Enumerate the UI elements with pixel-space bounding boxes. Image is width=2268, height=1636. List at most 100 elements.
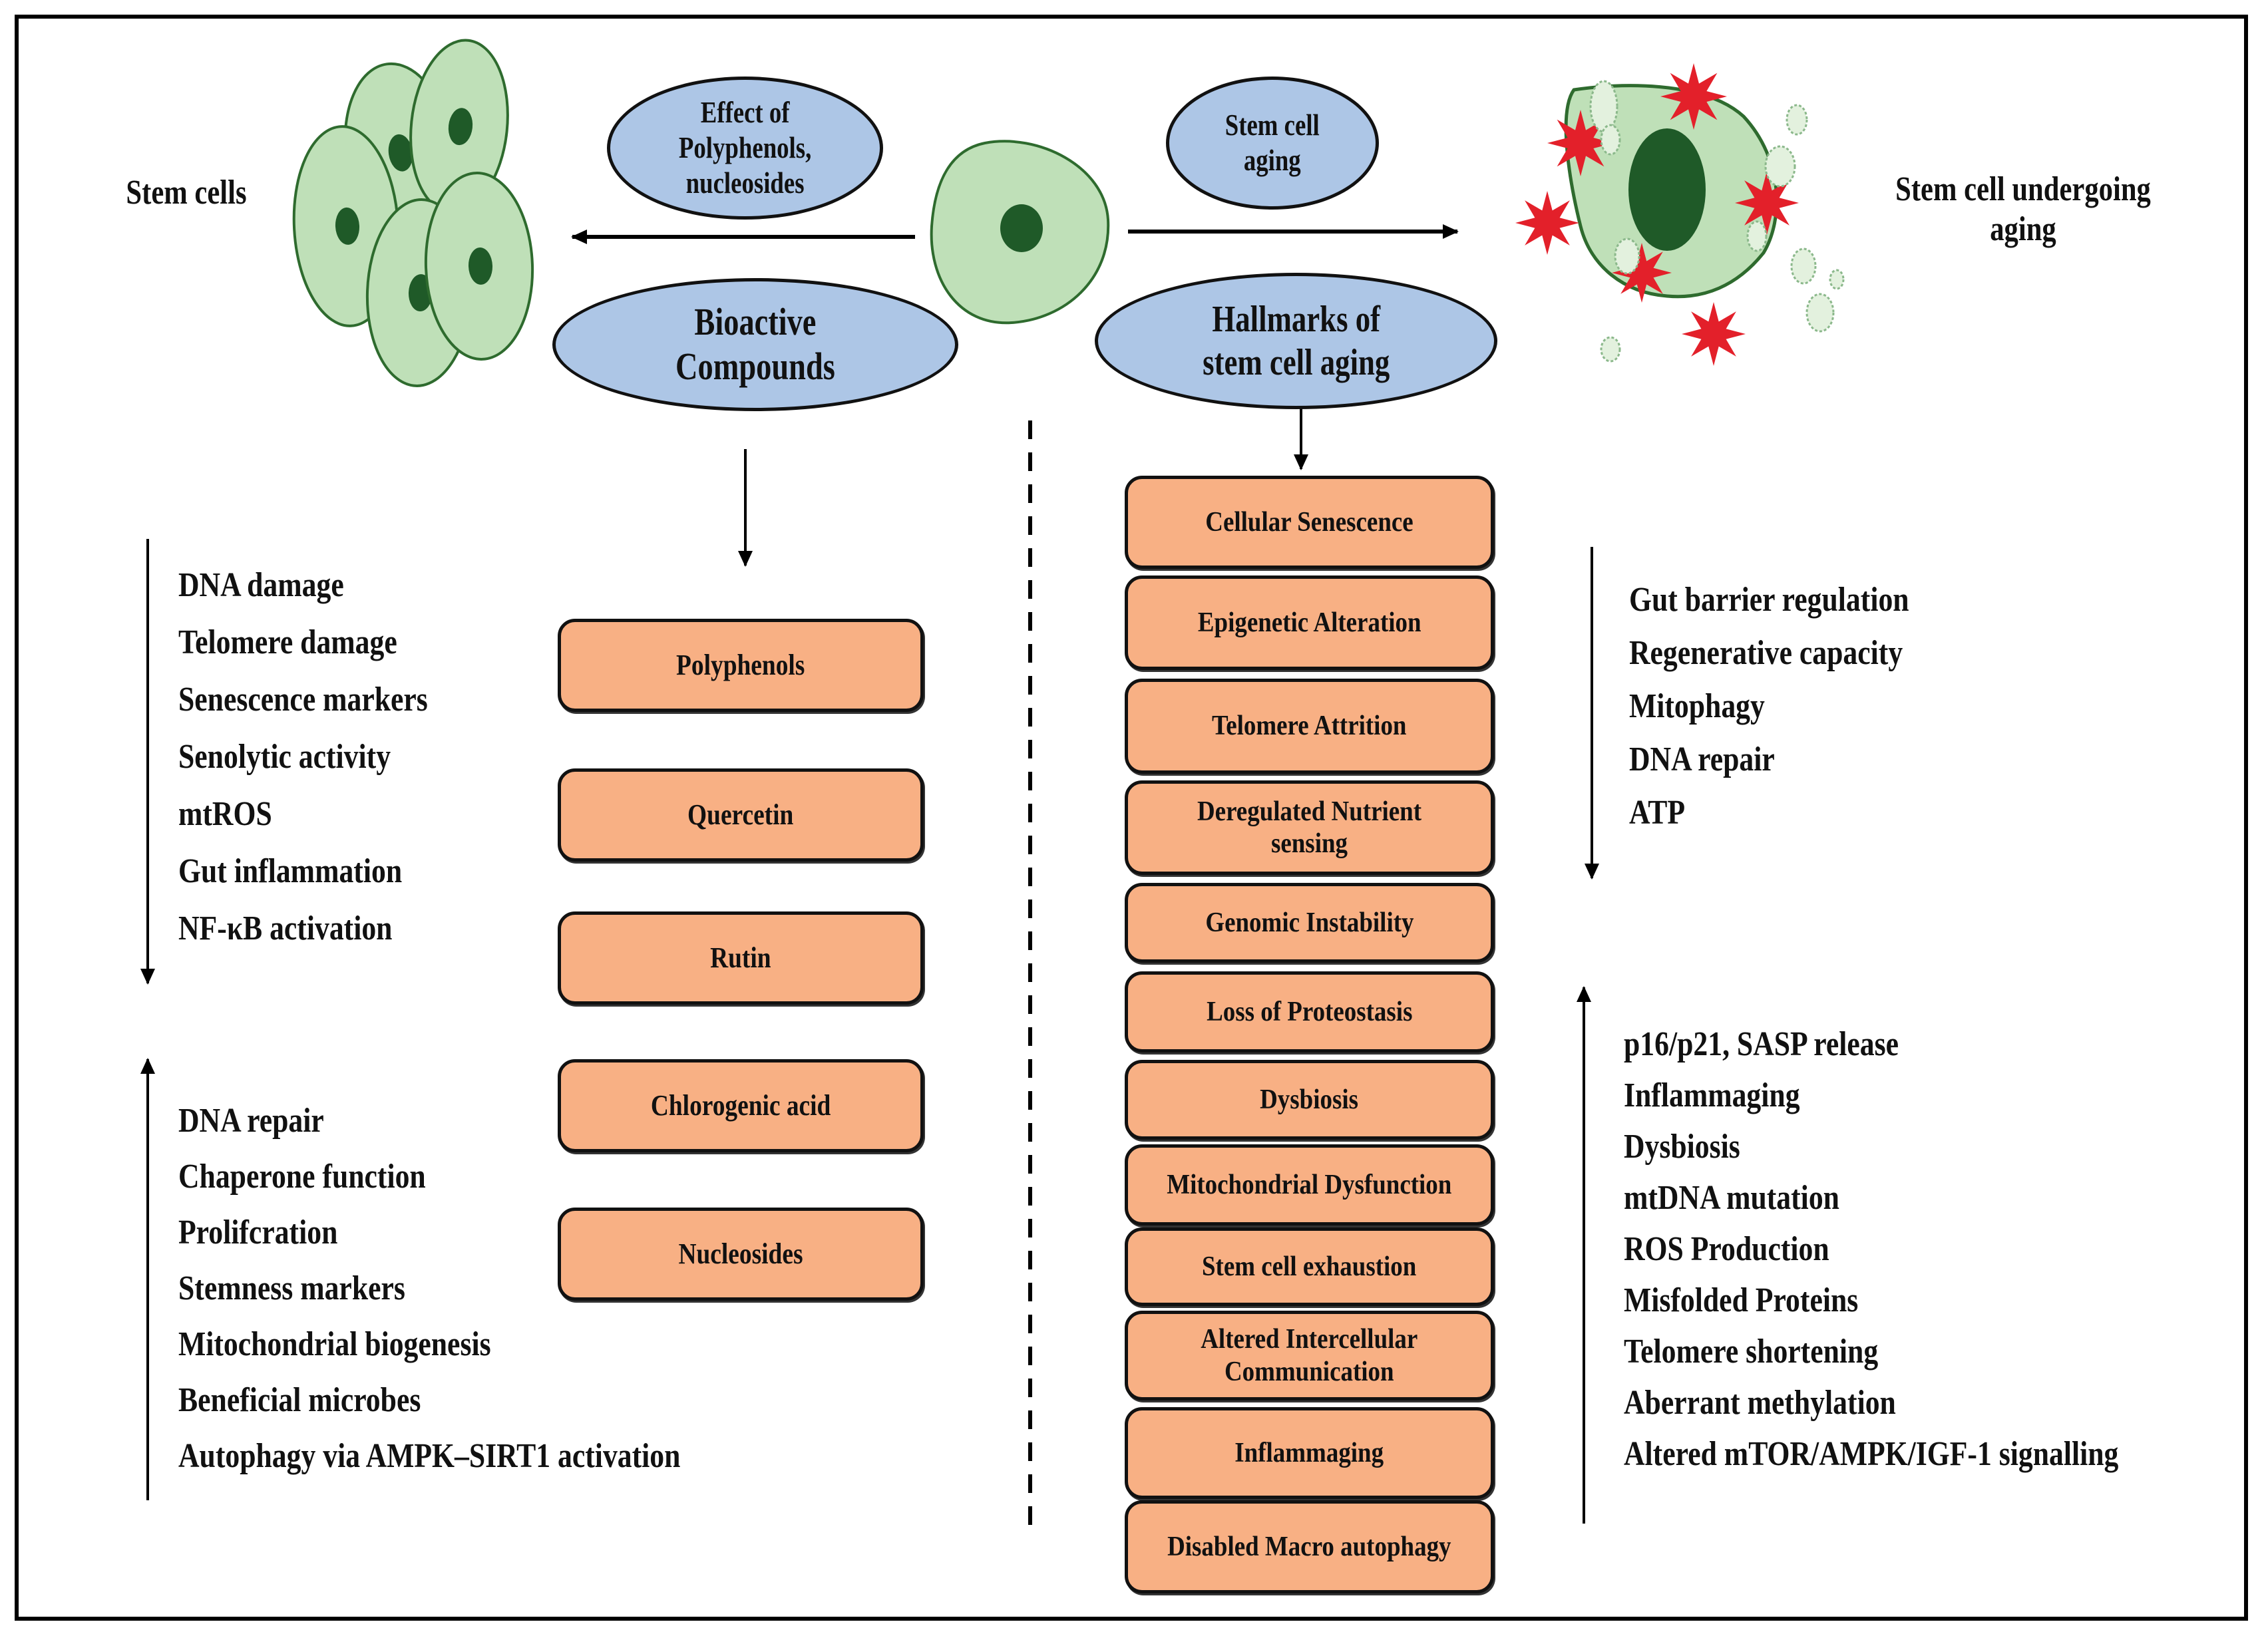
oval-text: Stem cell (1225, 108, 1320, 142)
vesicle-icon (1600, 124, 1621, 156)
oval-text: Polyphenols, (678, 130, 812, 165)
hallmark-label: Cellular Senescence (1205, 506, 1414, 538)
compound-label: Polyphenols (676, 648, 805, 681)
oval-text: Effect of (700, 95, 790, 130)
effect-item: Telomere shortening (1624, 1333, 1879, 1371)
hallmark-label: Loss of Proteostasis (1206, 996, 1413, 1027)
vesicle-icon (1746, 220, 1768, 252)
effect-item: DNA repair (1629, 740, 1775, 778)
effect-item: mtROS (178, 795, 272, 833)
hallmark-box: Genomic Instability (1125, 883, 1494, 963)
oval-text: Bioactive (694, 300, 817, 344)
effect-item: Mitophagy (1629, 687, 1765, 725)
compound-label: Nucleosides (678, 1237, 803, 1270)
hallmark-box: Stem cell exhaustion (1125, 1227, 1494, 1306)
damage-star-icon (1682, 302, 1746, 366)
oval-text: stem cell aging (1202, 341, 1390, 383)
effect-item: Telomere damage (178, 623, 397, 661)
hallmark-box: Cellular Senescence (1125, 476, 1494, 569)
hallmark-label: Epigenetic Alteration (1197, 607, 1421, 638)
hallmark-label: Altered Intercellular (1201, 1324, 1418, 1355)
effect-item: Regenerative capacity (1629, 634, 1903, 672)
stem-cell-icon (424, 172, 534, 361)
aging-cell-label-line: aging (1990, 210, 2056, 248)
vesicle-icon (1786, 104, 1808, 136)
vesicle-icon (1764, 145, 1796, 188)
effect-item: Stemness markers (178, 1269, 405, 1307)
effect-item: Misfolded Proteins (1624, 1281, 1859, 1319)
hallmark-box: Disabled Macro autophagy (1125, 1500, 1494, 1593)
compound-box: Polyphenols (558, 619, 924, 712)
vesicle-icon (1790, 247, 1817, 285)
vesicle-icon (1805, 293, 1835, 333)
hallmark-label: Disabled Macro autophagy (1167, 1531, 1451, 1562)
vesicle-icon (1589, 80, 1618, 133)
compound-box: Nucleosides (558, 1208, 924, 1301)
compound-box: Chlorogenic acid (558, 1059, 924, 1152)
effect-item: Beneficial microbes (178, 1381, 421, 1419)
oval-effect-polyphenols: Effect of Polyphenols, nucleosides (607, 77, 883, 220)
compound-box: Rutin (558, 911, 924, 1005)
hallmark-label: Telomere Attrition (1212, 711, 1407, 742)
effect-item: Dysbiosis (1624, 1128, 1740, 1166)
aging-cell-label-line: Stem cell undergoing (1895, 170, 2151, 208)
effect-item: DNA repair (178, 1102, 324, 1140)
hallmark-label: Communication (1225, 1356, 1394, 1387)
effect-item: Gut barrier regulation (1629, 581, 1909, 619)
hallmark-label: Dysbiosis (1260, 1084, 1359, 1115)
effect-item: Altered mTOR/AMPK/IGF-1 signalling (1624, 1435, 2119, 1473)
damage-star-icon (1660, 63, 1727, 130)
compound-box: Quercetin (558, 768, 924, 862)
oval-bioactive-compounds: Bioactive Compounds (552, 278, 958, 411)
hallmark-box: Inflammaging (1125, 1407, 1494, 1499)
compound-label: Rutin (710, 941, 771, 974)
effect-item: Mitochondrial biogenesis (178, 1325, 491, 1363)
aging-cell-label: Stem cell undergoing aging (1854, 170, 2192, 249)
effect-item: Autophagy via AMPK–SIRT1 activation (178, 1437, 681, 1475)
hallmark-label: Stem cell exhaustion (1202, 1251, 1417, 1282)
effect-item: Inflammaging (1624, 1076, 1800, 1114)
compound-label: Chlorogenic acid (650, 1088, 831, 1122)
effect-item: Prolifcration (178, 1214, 338, 1251)
hallmark-box: Mitochondrial Dysfunction (1125, 1144, 1494, 1226)
hallmark-label: Mitochondrial Dysfunction (1167, 1169, 1452, 1200)
effect-item: Senolytic activity (178, 738, 391, 776)
damage-star-icon (1515, 191, 1579, 255)
effect-item: ATP (1629, 794, 1686, 832)
vesicle-icon (1829, 269, 1845, 290)
center-stem-cell-icon (930, 140, 1110, 325)
effect-item: NF-κB activation (178, 909, 393, 947)
compound-label: Quercetin (687, 798, 794, 831)
effect-item: Chaperone function (178, 1158, 426, 1196)
hallmark-label: Deregulated Nutrient (1197, 796, 1422, 827)
effect-item: Gut inflammation (178, 852, 403, 890)
hallmark-box: Dysbiosis (1125, 1060, 1494, 1140)
oval-text: Hallmarks of (1212, 299, 1380, 341)
oval-text: nucleosides (685, 165, 805, 200)
oval-text: aging (1244, 143, 1301, 177)
hallmark-box: Telomere Attrition (1125, 679, 1494, 774)
hallmark-label: Genomic Instability (1205, 907, 1414, 938)
effect-item: mtDNA mutation (1624, 1179, 1839, 1217)
figure-border (15, 15, 2248, 1621)
vesicle-icon (1600, 336, 1621, 363)
aging-stem-cell-icon (1515, 63, 1845, 366)
effect-item: ROS Production (1624, 1230, 1829, 1268)
stem-cells-label: Stem cells (126, 174, 247, 212)
hallmark-label: sensing (1270, 828, 1348, 859)
effect-item: p16/p21, SASP release (1624, 1025, 1899, 1063)
hallmark-box: Epigenetic Alteration (1125, 575, 1494, 670)
hallmark-box: Loss of Proteostasis (1125, 971, 1494, 1053)
hallmark-label: Inflammaging (1234, 1437, 1384, 1468)
effect-item: Aberrant methylation (1624, 1384, 1896, 1422)
vesicle-icon (1614, 238, 1640, 275)
stem-cell-cluster-icon (292, 39, 534, 387)
oval-stem-cell-aging: Stem cell aging (1166, 77, 1379, 210)
